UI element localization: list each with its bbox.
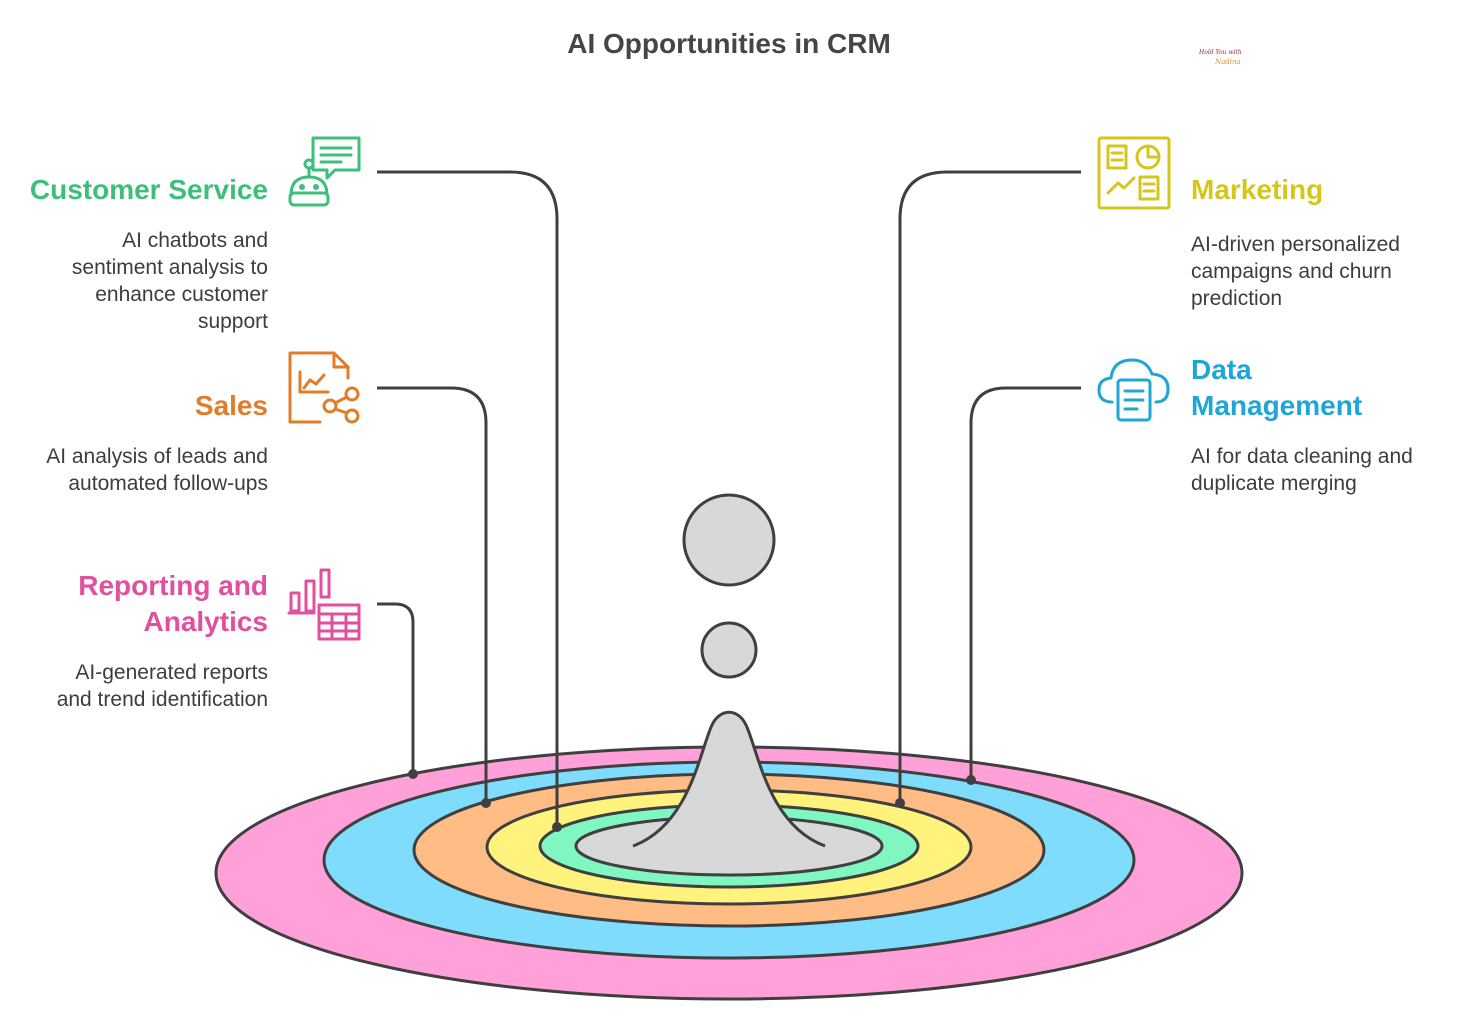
watermark-line-2: Nadina: [1214, 58, 1241, 66]
chatbot-icon: [288, 136, 361, 207]
desc-line: prediction: [1191, 287, 1283, 310]
concentric-rings: [214, 745, 1244, 1001]
desc-line: campaigns and churn: [1191, 260, 1392, 283]
reporting-title: Reporting and Analytics: [20, 568, 268, 640]
desc-line: support: [197, 310, 268, 333]
customer-service-title: Customer Service: [29, 174, 268, 205]
title-line: Reporting and: [78, 570, 268, 601]
title-line: Analytics: [143, 606, 269, 637]
desc-line: automated follow-ups: [68, 472, 268, 495]
cloud-document-icon: [1097, 358, 1170, 422]
desc-line: AI for data cleaning and: [1191, 445, 1413, 468]
desc-line: sentiment analysis to: [71, 256, 268, 279]
connector-sales: [377, 386, 488, 803]
sales-chart-share-icon: [288, 351, 360, 424]
page-title: AI Opportunities in CRM: [567, 28, 891, 59]
dashboard-icon: [1097, 136, 1171, 210]
data-management-description: AI for data cleaning and duplicate mergi…: [1191, 443, 1441, 497]
title-line: Data: [1191, 354, 1252, 385]
sales-description: AI analysis of leads and automated follo…: [20, 443, 268, 497]
marketing-title: Marketing: [1191, 174, 1324, 205]
connector-data-management: [969, 386, 1081, 780]
connector-reporting: [377, 602, 415, 774]
dot-data-management: [966, 775, 976, 785]
connectors: [377, 170, 1081, 827]
desc-line: duplicate merging: [1191, 472, 1357, 495]
desc-line: enhance customer: [95, 283, 268, 306]
reporting-description: AI-generated reports and trend identific…: [20, 659, 268, 713]
desc-line: AI-driven personalized: [1191, 233, 1400, 256]
sales-title: Sales: [194, 390, 268, 421]
marketing-description: AI-driven personalized campaigns and chu…: [1191, 231, 1441, 312]
dot-reporting: [408, 769, 418, 779]
splash-peak: [632, 710, 826, 848]
connector-customer-service: [377, 170, 559, 827]
desc-line: AI chatbots and: [122, 229, 268, 252]
desc-line: and trend identification: [56, 688, 268, 711]
dot-marketing: [895, 798, 905, 808]
title-line: Management: [1191, 390, 1363, 421]
droplet-large: [682, 493, 776, 587]
watermark-line-1: Hold You with: [1198, 49, 1242, 56]
data-management-title: Data Management: [1191, 352, 1441, 424]
dot-sales: [481, 798, 491, 808]
desc-line: AI-generated reports: [75, 661, 268, 684]
desc-line: AI analysis of leads and: [46, 445, 268, 468]
connector-dots: [408, 769, 976, 832]
watermark-logo: Hold You with Nadina: [1198, 49, 1242, 66]
bar-chart-table-icon: [287, 568, 361, 641]
customer-service-description: AI chatbots and sentiment analysis to en…: [20, 227, 268, 335]
droplet-small: [700, 621, 758, 679]
connector-marketing: [898, 170, 1081, 803]
dot-customer-service: [552, 822, 562, 832]
